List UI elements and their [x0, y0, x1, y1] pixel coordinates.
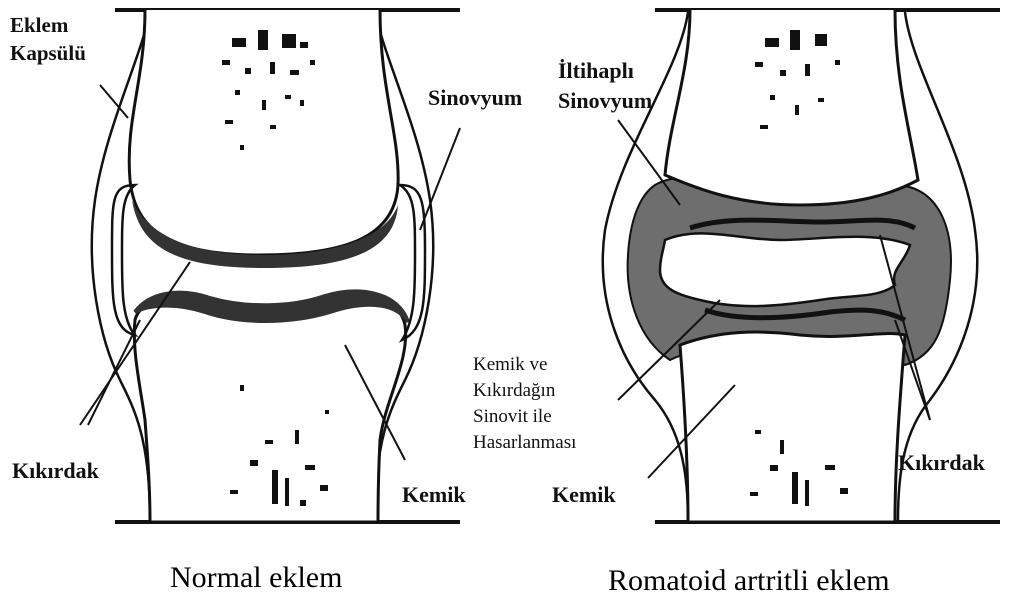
- label-bone-ra: Kemik: [552, 482, 616, 507]
- label-bone-normal: Kemik: [402, 482, 466, 507]
- label-synovium: Sinovyum: [428, 85, 522, 110]
- label-capsule-line2: Kapsülü: [10, 41, 86, 65]
- label-damage-line1: Kemik ve: [473, 354, 547, 375]
- ra-joint-space: [660, 233, 910, 306]
- caption-normal: Normal eklem: [170, 561, 342, 594]
- rheumatoid-joint: [603, 10, 1000, 522]
- label-damage-line3: Sinovit ile: [473, 406, 552, 427]
- leader-capsule: [100, 85, 128, 118]
- label-inflamed-line2: Sinovyum: [558, 88, 652, 113]
- normal-joint: [80, 10, 460, 522]
- label-damage-line4: Hasarlanması: [473, 432, 576, 453]
- label-cartilage-normal: Kıkırdak: [12, 458, 100, 483]
- label-cartilage-ra: Kıkırdak: [898, 450, 986, 475]
- label-capsule-line1: Eklem: [10, 13, 69, 37]
- caption-rheumatoid: Romatoid artritli eklem: [608, 564, 890, 597]
- label-inflamed-line1: İltihaplı: [558, 58, 634, 83]
- label-damage-line2: Kıkırdağın: [473, 380, 556, 401]
- normal-synovium-left: [112, 185, 135, 335]
- normal-lower-bone: [134, 297, 405, 522]
